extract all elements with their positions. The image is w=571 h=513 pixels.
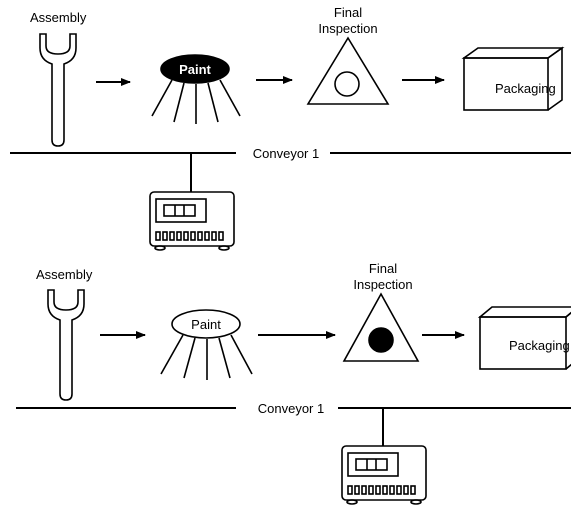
paint-spray-icon	[151, 54, 241, 124]
panel-bottom: Assembly Paint Final Inspection Packagin…	[16, 261, 571, 505]
inspection-label-line1: Final	[369, 261, 397, 276]
wrench-icon	[47, 289, 85, 401]
packaging-label: Packaging	[495, 81, 556, 96]
controller-device-icon	[149, 191, 235, 251]
wrench-icon	[39, 33, 77, 147]
panel-top: Assembly Paint Final Inspection Packagin…	[10, 5, 571, 251]
packaging-box-icon	[477, 306, 571, 370]
conveyor-label: Conveyor 1	[258, 401, 324, 416]
paint-label: Paint	[191, 317, 221, 332]
packaging-box-icon	[461, 46, 565, 111]
inspection-triangle-icon	[342, 292, 420, 362]
assembly-label: Assembly	[36, 267, 93, 282]
inspection-label-line2: Inspection	[353, 277, 412, 292]
controller-device-icon	[341, 445, 427, 505]
inspection-label-line2: Inspection	[318, 21, 377, 36]
paint-spray-icon	[160, 309, 253, 380]
packaging-label: Packaging	[509, 338, 570, 353]
conveyor-label: Conveyor 1	[253, 146, 319, 161]
inspection-indicator-filled	[368, 327, 394, 353]
inspection-triangle-icon	[306, 36, 390, 105]
inspection-indicator-empty	[334, 71, 360, 97]
paint-label: Paint	[179, 62, 211, 77]
assembly-label: Assembly	[30, 10, 87, 25]
inspection-label-line1: Final	[334, 5, 362, 20]
